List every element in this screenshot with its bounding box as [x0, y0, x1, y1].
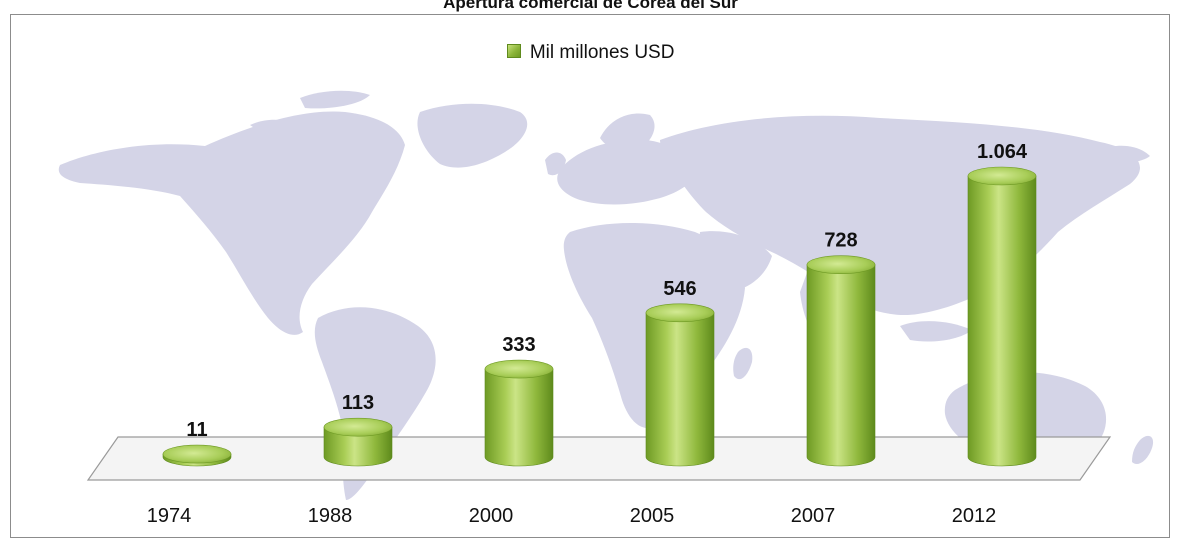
- data-label: 333: [502, 334, 535, 356]
- x-tick-label: 2012: [952, 505, 997, 527]
- bar-top: [162, 444, 232, 464]
- bar-top: [484, 359, 554, 379]
- x-tick-label: 2007: [791, 505, 836, 527]
- data-label: 1.064: [977, 141, 1028, 163]
- bar-body: [645, 312, 715, 467]
- bar-body: [484, 368, 554, 467]
- bar-body: [806, 264, 876, 467]
- data-label: 11: [186, 419, 207, 441]
- bar-1988: [323, 417, 393, 467]
- data-label: 546: [663, 278, 696, 300]
- plot-area-border: [10, 14, 1170, 538]
- bar-2000: [484, 359, 554, 467]
- chart-floor: [86, 436, 1112, 481]
- x-tick-label: 2000: [469, 505, 514, 527]
- bar-2007: [806, 255, 876, 467]
- bar-series: [162, 166, 1037, 467]
- data-label: 113: [342, 392, 374, 414]
- data-labels: 11 113 333 546 728 1.064: [186, 141, 1027, 441]
- x-tick-label: 1988: [308, 505, 353, 527]
- bar-body: [323, 426, 393, 467]
- data-label: 728: [824, 230, 857, 252]
- bar-top: [967, 166, 1037, 186]
- bar-top: [645, 303, 715, 323]
- legend: Mil millones USD: [0, 42, 1181, 64]
- bar-top: [806, 255, 876, 275]
- bar-1974: [162, 444, 232, 467]
- world-map-background: [58, 90, 1154, 500]
- bar-2012: [967, 166, 1037, 467]
- x-axis-ticks: 1974 1988 2000 2005 2007 2012: [147, 505, 997, 527]
- bar-body: [967, 175, 1037, 467]
- bar-2005: [645, 303, 715, 467]
- chart-title: Apertura comercial de Corea del Sur: [443, 0, 738, 12]
- legend-label: Mil millones USD: [529, 42, 675, 63]
- legend-swatch: [506, 43, 521, 58]
- x-tick-label: 1974: [147, 505, 192, 527]
- x-tick-label: 2005: [630, 505, 675, 527]
- bar-top: [323, 417, 393, 437]
